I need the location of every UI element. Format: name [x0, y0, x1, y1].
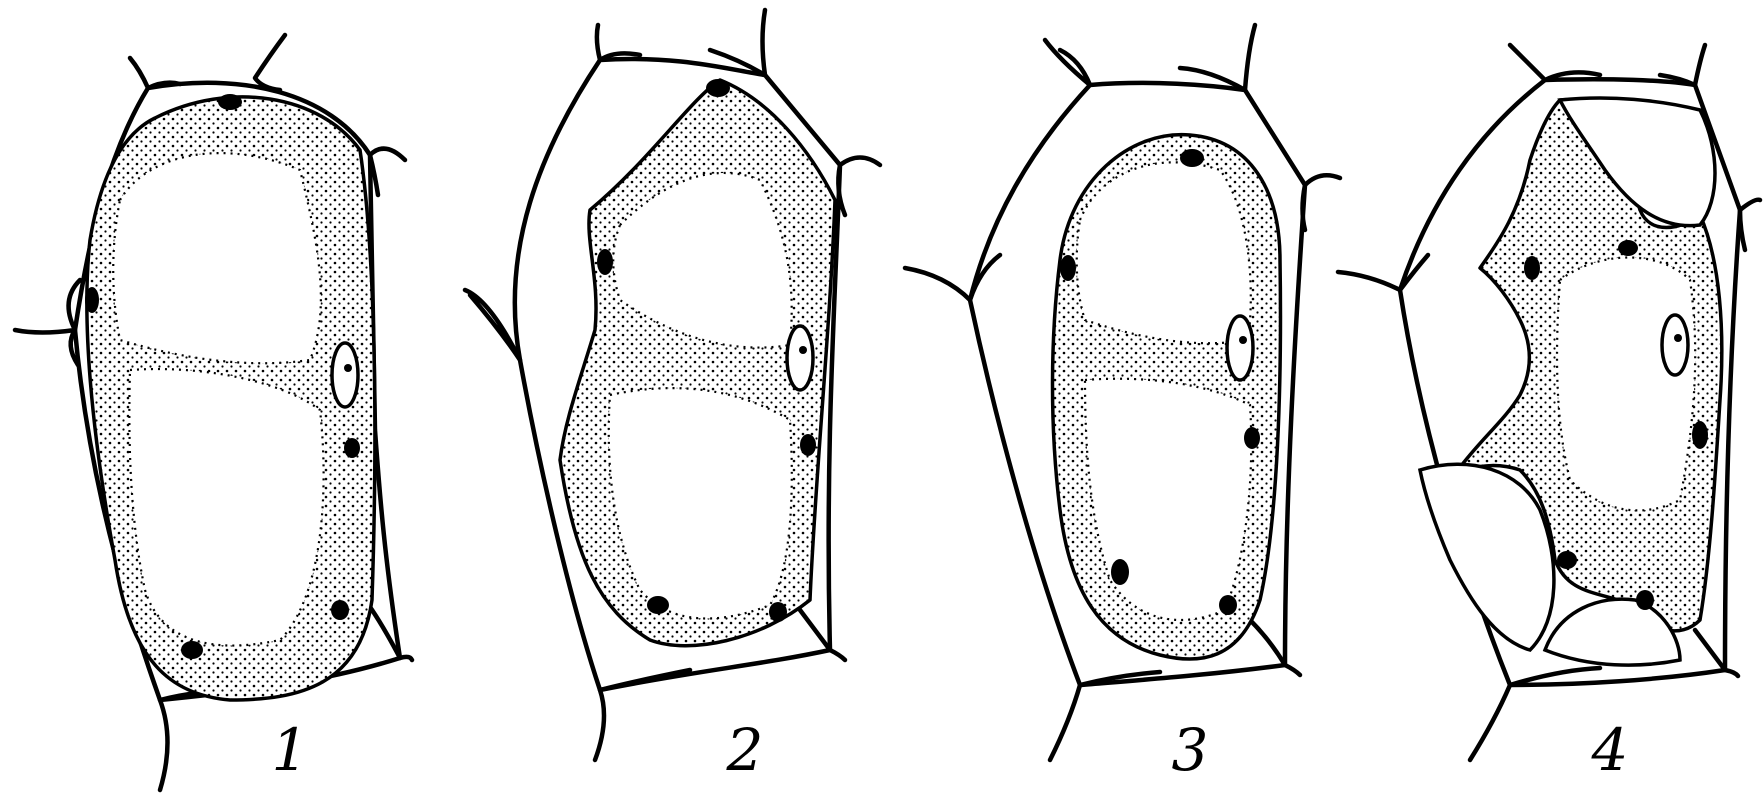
chloroplast [1111, 559, 1129, 585]
nucleus [332, 343, 358, 407]
chloroplast [218, 94, 242, 110]
vacuole-upper [113, 153, 321, 363]
chloroplast [706, 79, 730, 97]
chloroplast [181, 641, 203, 659]
nucleus [1662, 315, 1688, 375]
panel-label-2: 2 [726, 716, 764, 784]
chloroplast [344, 438, 360, 458]
nucleus [1227, 316, 1253, 380]
wall-junction-right [370, 149, 405, 195]
wall-junction-top-left [1045, 40, 1090, 85]
wall-junction-right [1740, 200, 1760, 250]
wall-junction-left [15, 280, 80, 365]
vacuole-lower [129, 369, 323, 645]
nucleolus [799, 346, 807, 354]
wall-junction-top-left [597, 25, 640, 60]
wall-junction-right [838, 158, 880, 216]
wall-junction-top-right [1660, 45, 1705, 85]
wall-junction-top-left [130, 58, 180, 88]
chloroplast [597, 249, 613, 275]
wall-junction-left [905, 255, 1000, 300]
panel-label-1: 1 [272, 716, 309, 784]
vacuole-upper [1077, 162, 1251, 343]
chloroplast [331, 600, 349, 620]
panel-4 [1338, 45, 1760, 760]
wall-junction-left [465, 290, 520, 360]
chloroplast [1557, 551, 1577, 569]
wall-junction-top-right [255, 35, 285, 90]
panel-1 [15, 35, 412, 790]
chloroplast [647, 596, 669, 614]
chloroplast [1060, 255, 1076, 281]
nucleolus [1239, 336, 1247, 344]
wall-junction-right [1303, 175, 1341, 230]
chloroplast [1244, 427, 1260, 449]
chloroplast [1618, 240, 1638, 256]
panel-label-4: 4 [1591, 716, 1629, 784]
chloroplast [1524, 256, 1540, 280]
nucleolus [344, 364, 352, 372]
panel-3 [905, 25, 1340, 760]
nucleolus [1674, 334, 1682, 342]
panel-2 [465, 10, 880, 760]
chloroplast [1692, 421, 1708, 449]
wall-junction-top-left [1510, 45, 1600, 80]
chloroplast [769, 602, 787, 622]
chloroplast [800, 434, 816, 456]
wall-junction-bottom-left [160, 690, 240, 790]
wall-junction-left [1338, 255, 1428, 290]
vacuole [1557, 258, 1695, 511]
chloroplast [1180, 149, 1204, 167]
chloroplast [1219, 595, 1237, 615]
chloroplast [85, 287, 99, 313]
nucleus [787, 326, 813, 390]
chloroplast [1636, 590, 1654, 610]
wall-junction-top-right [1180, 25, 1255, 90]
panel-label-3: 3 [1172, 716, 1209, 784]
